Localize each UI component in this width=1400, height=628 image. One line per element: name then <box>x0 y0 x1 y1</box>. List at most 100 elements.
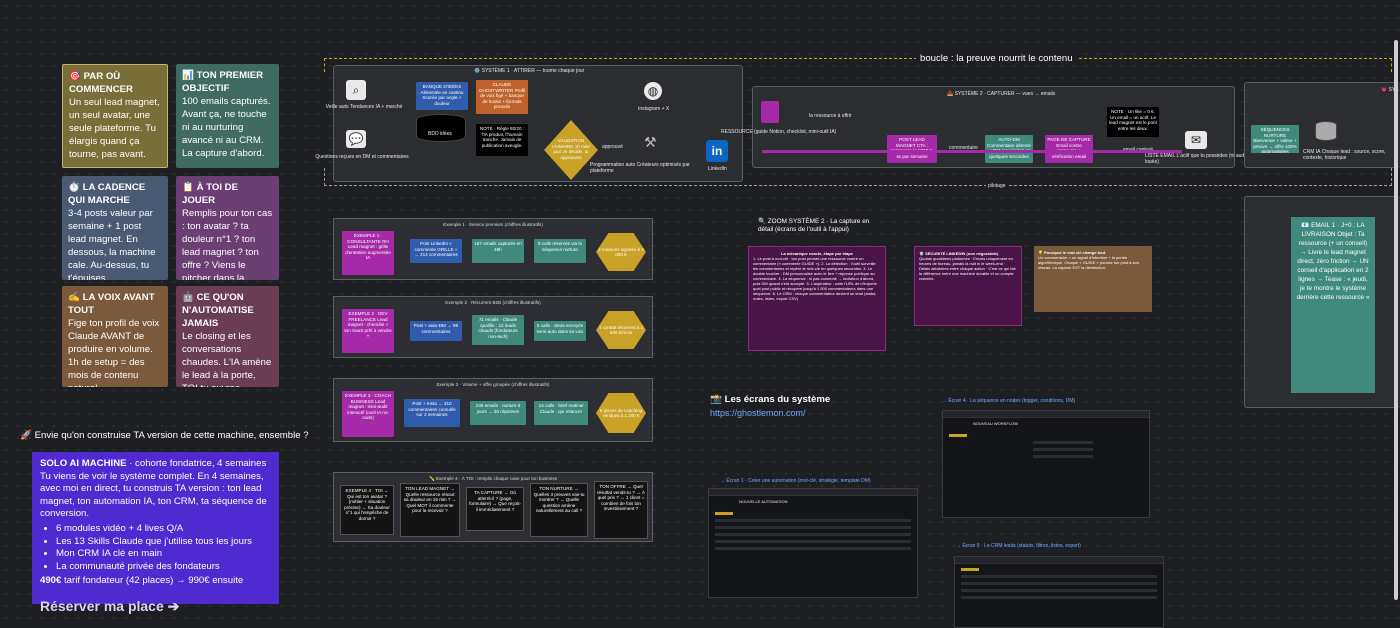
note-title: ⏱️ LA CADENCE QUI MARCHE <box>68 182 146 206</box>
note-jamais-automatiser[interactable]: 🤖 CE QU'ON N'AUTOMATISE JAMAIS Le closin… <box>176 286 279 387</box>
screen-1-screenshot[interactable]: NOUVELLE AUTOMATION <box>708 488 918 598</box>
example-step-1[interactable]: Post + Insta → 310 commentaires cumulés … <box>404 399 460 427</box>
why-card[interactable]: 💡 Pourquoi le mot-clé change tout Un com… <box>1034 246 1152 312</box>
security-card[interactable]: 🛡️ SÉCURITÉ LINKEDIN (non négociable) Qu… <box>914 246 1022 326</box>
screen-4-screenshot[interactable]: NOUVEAU WORKFLOW <box>942 410 1150 518</box>
system-1-title: ⚙️ SYSTÈME 1 · ATTIRER — tourne chaque j… <box>474 68 585 74</box>
example-step-3[interactable]: 9 calls réservés via la séquence nurture <box>534 239 586 263</box>
note-body: 100 emails capturés. Avant ça, ne touche… <box>182 96 271 159</box>
screen-5-screenshot[interactable] <box>954 556 1164 628</box>
screen-row <box>1033 448 1093 451</box>
linkedin-icon: in <box>706 140 728 162</box>
screen-5-caption: → Écran 5 · Le CRM leads (statuts, filtr… <box>956 543 1081 549</box>
mechanic-card[interactable]: La mécanique exacte, étape par étape 1. … <box>748 246 886 351</box>
example-1-frame[interactable]: Exemple 1 · Service premium (chiffres il… <box>333 218 653 280</box>
screen-titlebar <box>943 411 1149 418</box>
note-body: Le closing et les conversations chaudes.… <box>182 331 272 387</box>
example-step-3[interactable]: 14 calls · brief matinal Claude : qui re… <box>534 401 588 425</box>
mechanic-title: La mécanique exacte, étape par étape <box>781 251 853 256</box>
email-1-card[interactable]: 📧 EMAIL 1 · J+0 : LA LIVRAISON Objet : T… <box>1291 217 1375 393</box>
screen-row <box>961 575 1157 578</box>
globe-icon: ◍ <box>644 82 662 100</box>
pilotage-label: pilotage <box>986 183 1008 189</box>
veille-label: Veille auto Tendances IA + marché <box>325 104 403 110</box>
note-voix[interactable]: ✍️ LA VOIX AVANT TOUT Fige ton profil de… <box>62 286 168 387</box>
cta-bullet: Mon CRM IA clé en main <box>56 548 271 561</box>
example-result[interactable]: 6 places de coaching vendues à 1 200 € <box>596 393 646 433</box>
email-panel-frame[interactable]: 📧 EMAIL 1 · J+0 : LA LIVRAISON Objet : T… <box>1244 196 1400 408</box>
note-par-ou-commencer[interactable]: 🎯 PAR OÙ COMMENCER Un seul lead magnet, … <box>62 64 168 168</box>
example-2-frame[interactable]: Exemple 2 · Récurrent B2B (chiffres illu… <box>333 296 653 358</box>
note-premier-objectif[interactable]: 📊 TON PREMIER OBJECTIF 100 emails captur… <box>176 64 279 168</box>
cta-heading: SOLO AI MACHINE <box>40 458 127 469</box>
example-step-1[interactable]: Post + auto-DM → 96 commentaires <box>410 321 462 341</box>
example-step-2[interactable]: TA CAPTURE → Où atterrit-il ? (page, for… <box>466 487 524 531</box>
example-4-frame[interactable]: ✏️ Exemple 4 · À TOI : remplis chaque ca… <box>333 472 653 542</box>
screen-row <box>1033 441 1093 444</box>
screen-row <box>949 434 967 437</box>
sequences-nurture-node[interactable]: SÉQUENCES NURTURE Bienvenue + valeur + p… <box>1251 125 1299 153</box>
note-body: Remplis pour ton cas : ton avatar ? ta d… <box>182 208 273 280</box>
vertical-scrollbar[interactable] <box>1394 40 1398 600</box>
screen-app-title: NOUVELLE AUTOMATION <box>739 499 788 504</box>
screens-url[interactable]: https://ghostlemon.com/ <box>710 408 806 418</box>
example-label[interactable]: EXEMPLE 4 · TOI → Qui est ton avatar ? (… <box>340 485 394 535</box>
note-body: Fige ton profil de voix Claude AVANT de … <box>68 318 160 387</box>
auto-dm-node[interactable]: AUTO-DM Commentaire détecté → DM avec le… <box>985 135 1033 163</box>
example-result[interactable]: 1 contrat récurrent à 1 500 €/mois <box>596 311 646 349</box>
system-3-frame[interactable]: 💗 SYS SÉQUENCES NURTURE Bienvenue + vale… <box>1244 82 1400 168</box>
cta-bullets: 6 modules vidéo + 4 lives Q/A Les 13 Ski… <box>56 523 271 573</box>
page-capture-node[interactable]: PAGE DE CAPTURE Email contre ressource +… <box>1045 135 1093 163</box>
approved-label: approuvé <box>602 144 623 150</box>
screen-row <box>715 540 911 543</box>
tools-icon: ⚒ <box>644 134 657 150</box>
commentaire-label: commentaire <box>949 145 978 151</box>
loop-label: boucle : la preuve nourrit le contenu <box>916 53 1077 64</box>
bdd-idees-node[interactable] <box>416 114 466 142</box>
questions-label: Questions reçues en DM et commentaires <box>315 154 409 160</box>
example-step-2[interactable]: 238 emails · nurture 5 jours → 30 répons… <box>470 401 526 425</box>
system-2-frame[interactable]: 📥 SYSTÈME 2 · CAPTURER — vues → emails R… <box>721 86 1256 168</box>
screen-row <box>715 547 911 550</box>
pilotage-line <box>324 168 1392 186</box>
example-result[interactable]: TON OFFRE → Quel résultat vends-tu ? → À… <box>594 481 648 539</box>
cta-intro: Tu viens de voir le système complet. En … <box>40 470 267 520</box>
post-lead-magnet-node[interactable]: POST LEAD MAGNET CTA : commente le MOT 2… <box>887 135 937 163</box>
example-step-1[interactable]: Post LinkedIn « commente GRILLE » → 214 … <box>410 239 462 263</box>
cta-card[interactable]: SOLO AI MACHINE · cohorte fondatrice, 4 … <box>32 452 279 613</box>
note-like-email: NOTE · Un like = 0 €. Un email = un acti… <box>1107 107 1159 137</box>
crm-db-icon <box>1315 121 1337 141</box>
example-label[interactable]: EXEMPLE 3 · COACH BUSINESS Lead magnet :… <box>342 391 394 437</box>
note-a-toi-de-jouer[interactable]: 📋 À TOI DE JOUER Remplis pour ton cas : … <box>176 176 279 280</box>
example-step-3[interactable]: 5 calls · devis envoyés semi-auto dans s… <box>534 321 586 341</box>
reserve-button[interactable]: Réserver ma place ➔ <box>40 597 180 614</box>
system-3-title: 💗 SYS <box>1381 87 1399 93</box>
cta-bullet: La communauté privée des fondateurs <box>56 561 271 574</box>
example-3-frame[interactable]: Exemple 3 · Volume + offre groupée (chif… <box>333 378 653 442</box>
why-text: Un commentaire = un signal d'intention +… <box>1038 255 1139 270</box>
banque-idees-node[interactable]: BANQUE D'IDÉES Alimentée en continu Scor… <box>416 82 468 110</box>
screen-app-title: NOUVEAU WORKFLOW <box>973 421 1018 426</box>
example-label[interactable]: EXEMPLE 2 · DEV FREELANCE Lead magnet : … <box>342 309 394 353</box>
screen-row <box>961 582 1157 585</box>
system-1-frame[interactable]: ⚙️ SYSTÈME 1 · ATTIRER — tourne chaque j… <box>315 65 743 182</box>
example-result[interactable]: 2 missions signées à 3 000 € <box>596 233 646 271</box>
search-icon: ⌕ <box>346 80 366 100</box>
note-title: ✍️ LA VOIX AVANT TOUT <box>68 292 155 316</box>
claude-ghostwriter-node[interactable]: CLAUDE GHOSTWRITER Profil de voix figé +… <box>476 80 528 114</box>
screen-1-caption: → Écran 1 · Créer une automation (mot-cl… <box>720 478 871 484</box>
note-cadence[interactable]: ⏱️ LA CADENCE QUI MARCHE 3-4 posts valeu… <box>62 176 168 280</box>
example-title: ✏️ Exemple 4 · À TOI : remplis chaque ca… <box>428 476 558 481</box>
programmation-label: Programmation auto Créateurs optimisés p… <box>590 162 690 174</box>
example-step-3[interactable]: TON NURTURE → Quelles 3 preuves vas-tu m… <box>530 483 588 537</box>
instagram-label: Instagram + X <box>638 106 670 112</box>
note-title: 📋 À TOI DE JOUER <box>182 182 239 206</box>
example-step-2[interactable]: 71 emails · Claude qualifie : 12 leads c… <box>472 315 524 345</box>
example-step-1[interactable]: TON LEAD MAGNET → Quelle ressource résou… <box>400 483 460 537</box>
zoom-title: 🔍 ZOOM SYSTÈME 2 · La capture en détail … <box>758 218 870 233</box>
screen-row <box>961 589 1157 592</box>
example-label[interactable]: EXEMPLE 1 · CONSULTANTE RH Lead magnet :… <box>342 231 394 275</box>
resource-icon <box>761 101 779 123</box>
example-step-2[interactable]: 167 emails capturés en 48h <box>472 239 524 263</box>
